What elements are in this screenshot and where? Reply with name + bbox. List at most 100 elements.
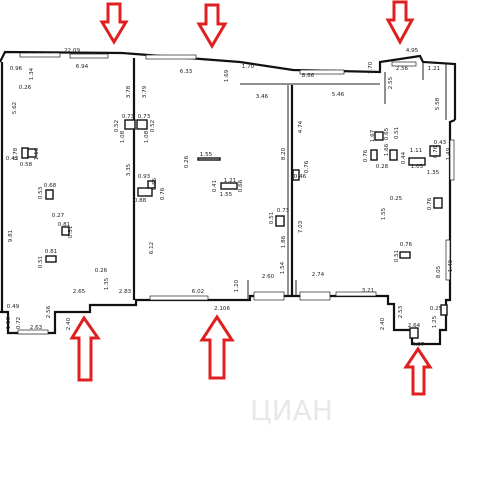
- dimension-label: 0.81: [58, 222, 71, 228]
- window-9: [449, 139, 455, 181]
- dimension-label: 1.69: [224, 69, 230, 82]
- dimension-label: 2.65: [73, 289, 86, 295]
- window-5: [391, 61, 417, 67]
- dimension-label: 0.58: [20, 162, 33, 168]
- dimension-label: 0.88: [134, 198, 147, 204]
- dimension-label: 0.51: [38, 255, 44, 268]
- dimension-label: 1.49: [446, 147, 452, 160]
- dimension-label: 0.65: [152, 177, 158, 190]
- dimension-label: 1.25: [432, 315, 438, 328]
- dimension-label: 0.51: [68, 225, 74, 238]
- dimension-label: 1.10: [6, 316, 12, 329]
- arrow-down-icon: [196, 3, 228, 49]
- dimension-label: 4.74: [298, 120, 304, 133]
- dimension-label: 0.28: [376, 164, 389, 170]
- window-10: [445, 239, 451, 281]
- dimension-label: 1.67: [370, 129, 376, 142]
- window-12: [299, 291, 331, 301]
- column-3: [45, 189, 54, 200]
- dimension-label: 2.63: [30, 325, 43, 331]
- column-17: [429, 145, 441, 157]
- dimension-label: 4.95: [406, 48, 419, 54]
- dimension-label: 2.40: [66, 317, 72, 330]
- dimension-label: 1.35: [427, 170, 440, 176]
- dimension-label: 7.03: [298, 220, 304, 233]
- dimension-label: 0.93: [138, 174, 151, 180]
- dimension-label: 3.46: [256, 94, 269, 100]
- watermark-text: ЦИАН: [250, 394, 333, 427]
- dimension-label: 0.72: [16, 317, 22, 329]
- dimension-label: 1.86: [281, 235, 287, 248]
- column-5: [45, 255, 57, 263]
- dimension-label: 0.53: [38, 186, 44, 199]
- dimension-label: 0.51: [394, 249, 400, 262]
- dimension-label: 8.20: [281, 147, 287, 160]
- dimension-label: 2.56: [46, 305, 52, 318]
- dimension-label: 3.78: [126, 85, 132, 98]
- dimension-label: 5.58: [435, 97, 441, 110]
- window-1: [19, 52, 61, 58]
- dimension-label: 0.52: [114, 120, 120, 132]
- dimension-label: 0.73: [277, 208, 290, 214]
- column-21: [409, 327, 419, 339]
- dimension-label: 2.60: [262, 274, 275, 280]
- dimension-label: 2.55: [388, 76, 394, 89]
- column-10: [220, 182, 238, 190]
- dimension-label: 1.08: [120, 130, 126, 143]
- dimension-label: 1.66: [384, 143, 390, 156]
- arrow-up-icon: [199, 314, 235, 380]
- dimension-label: 6.12: [149, 242, 155, 254]
- dimension-label: 1.03: [411, 164, 424, 170]
- dimension-label: 2.53: [398, 305, 404, 318]
- dimension-label: 1.55: [220, 192, 233, 198]
- dimension-label: 0.96: [10, 66, 23, 72]
- columns: [21, 119, 448, 339]
- dimension-label: 1.08: [144, 130, 150, 143]
- dimension-label: 0.25: [430, 306, 443, 312]
- dimension-label: 1.55: [200, 152, 213, 158]
- dimension-label: 2.40: [380, 317, 386, 330]
- dimension-label: 6.33: [180, 69, 193, 75]
- dimension-label: 1.54: [280, 261, 286, 274]
- column-18: [433, 197, 443, 209]
- dimension-label: 0.26: [184, 155, 190, 168]
- dimension-label: 0.26: [19, 85, 32, 91]
- dimension-label: 1.55: [381, 207, 387, 220]
- window-11: [253, 291, 285, 301]
- window-4: [299, 69, 345, 75]
- column-12: [292, 169, 300, 181]
- arrow-down-icon: [385, 0, 415, 46]
- arrow-up-icon: [69, 315, 101, 382]
- dimension-label: 6.02: [192, 289, 204, 295]
- dimension-label: 0.46: [294, 174, 307, 180]
- dimension-label: 3.79: [142, 85, 148, 98]
- dimension-label: 8.05: [436, 265, 442, 278]
- column-2: [27, 148, 37, 158]
- dimension-label: 0.81: [45, 249, 58, 255]
- exterior-walls: [0, 50, 457, 346]
- dimension-label: 0.76: [433, 145, 439, 158]
- dimension-label: 2.64: [408, 323, 421, 329]
- dimension-label: 5.62: [12, 102, 18, 114]
- column-22: [197, 157, 221, 161]
- dimension-label: 1.35: [104, 277, 110, 290]
- dimension-label: 2.83: [119, 289, 132, 295]
- window-3: [145, 54, 197, 60]
- dimension-label: 3.21: [362, 288, 375, 294]
- dimension-label: 0.41: [212, 179, 218, 192]
- dimension-label: 0.78: [13, 147, 19, 160]
- dimension-label: 0.26: [95, 268, 108, 274]
- dimension-label: 22.09: [64, 48, 80, 54]
- column-16: [408, 157, 426, 166]
- dimension-label: 0.52: [150, 120, 156, 132]
- dimension-label: 0.66: [238, 179, 244, 192]
- dimension-label: 1.70: [368, 61, 374, 74]
- arrow-down-icon: [99, 2, 129, 45]
- dimension-label: 0.65: [384, 127, 390, 140]
- dimension-label: 1.11: [410, 148, 423, 154]
- dimension-label: 0.76: [400, 242, 413, 248]
- dimension-label: 0.43: [434, 140, 447, 146]
- watermark: ЦИАН: [250, 394, 333, 427]
- dimension-label: 0.49: [7, 304, 20, 310]
